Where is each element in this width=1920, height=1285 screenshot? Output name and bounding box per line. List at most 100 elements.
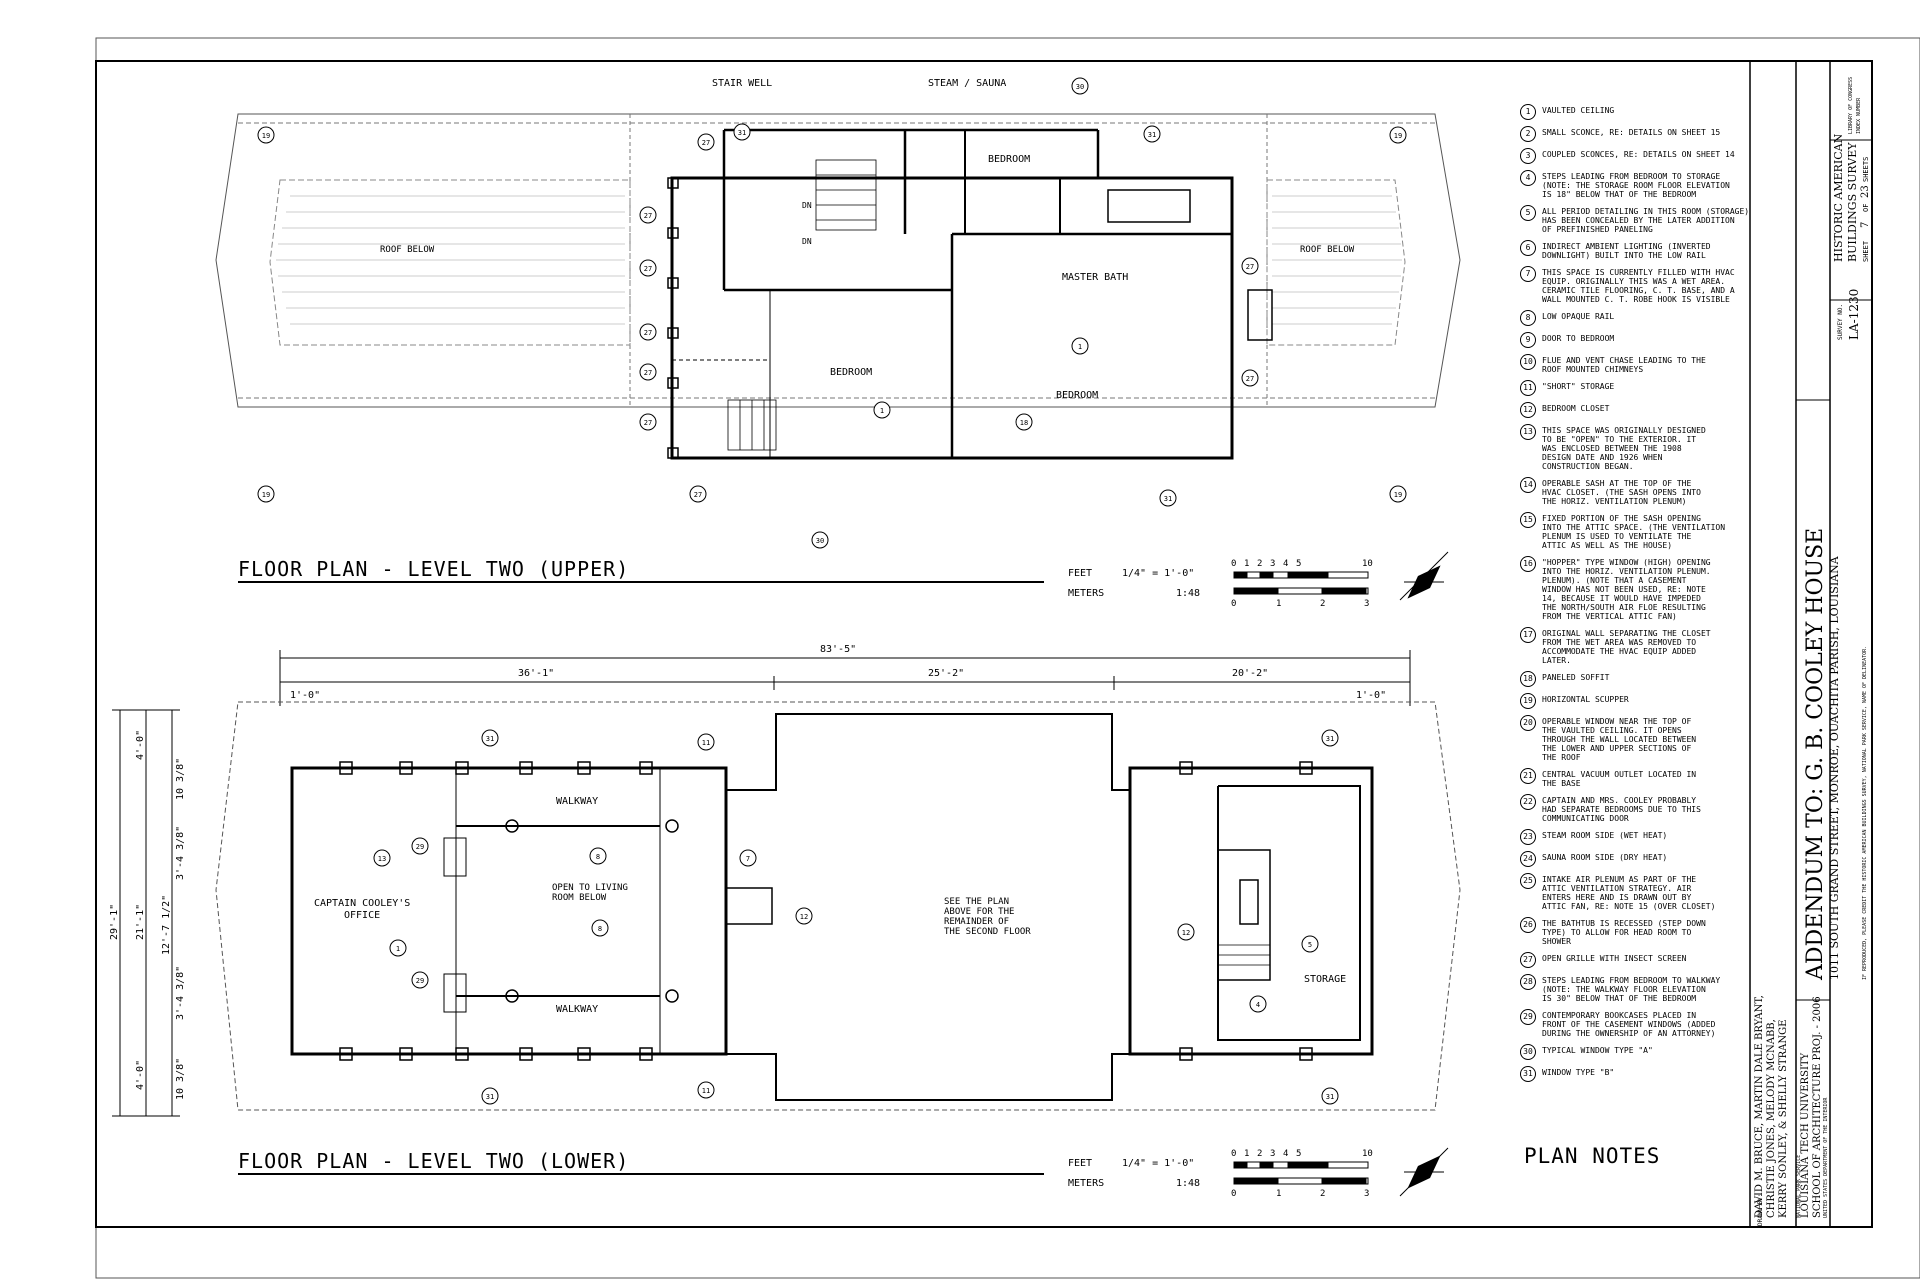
plan-note-text: BEDROOM CLOSET	[1542, 404, 1610, 413]
plan-note-number: 27	[1520, 952, 1536, 968]
sheet-total: 23	[1860, 185, 1871, 198]
svg-text:27: 27	[644, 419, 652, 427]
plan-note-text: SMALL SCONCE, RE: DETAILS ON SHEET 15	[1542, 128, 1721, 137]
svg-text:3: 3	[1270, 559, 1275, 569]
plan-note-text: VAULTED CEILING	[1542, 106, 1615, 115]
plan-note-text: DOOR TO BEDROOM	[1542, 334, 1615, 343]
dim-v-b: 3'-4 3/8"	[175, 826, 186, 880]
upper-scale-feet-label: FEET	[1068, 568, 1092, 579]
upper-scale-metric: 1:48	[1176, 588, 1200, 599]
svg-text:11: 11	[702, 739, 710, 747]
lower-scale-feet-ticks: 0 1 2 3 4 5 10	[1231, 1149, 1373, 1159]
plan-note-text: "SHORT" STORAGE	[1542, 382, 1615, 391]
svg-text:19: 19	[1394, 132, 1402, 140]
lower-scale-meters-label: METERS	[1068, 1178, 1104, 1189]
plan-note-item: 27 OPEN GRILLE WITH INSECT SCREEN	[1520, 952, 1750, 968]
svg-text:27: 27	[644, 212, 652, 220]
university-2: SCHOOL OF ARCHITECTURE PROJ. - 2006	[1812, 996, 1823, 1218]
label-roof-below-left: ROOF BELOW	[380, 245, 435, 255]
loc-2: INDEX NUMBER	[1856, 97, 1862, 134]
plan-note-number: 25	[1520, 873, 1536, 889]
lower-floor-plan	[215, 701, 1461, 1111]
label-storage: STORAGE	[1304, 974, 1346, 985]
plan-note-text: THIS SPACE IS CURRENTLY FILLED WITH HVAC…	[1542, 268, 1735, 304]
svg-text:3: 3	[1364, 599, 1369, 609]
upper-stair	[727, 159, 877, 451]
lower-scale-meter-ticks: 0 1 2 3	[1231, 1189, 1369, 1199]
plan-note-number: 17	[1520, 627, 1536, 643]
svg-text:2: 2	[1320, 1189, 1325, 1199]
svg-text:4: 4	[1283, 559, 1288, 569]
label-open-to-living-1: OPEN TO LIVING	[552, 883, 628, 893]
label-walkway-top: WALKWAY	[556, 796, 598, 807]
loc-1: LIBRARY OF CONGRESS	[1848, 77, 1854, 134]
label-dn-1: DN	[802, 201, 812, 210]
sheet-of: OF	[1862, 204, 1870, 212]
flue-chase-upper	[1247, 289, 1273, 341]
svg-text:10: 10	[1362, 1149, 1373, 1159]
svg-text:13: 13	[378, 855, 386, 863]
title-block	[1749, 61, 1872, 1227]
plan-note-text: LOW OPAQUE RAIL	[1542, 312, 1615, 321]
svg-text:8: 8	[596, 853, 600, 861]
lower-keynote-callouts	[373, 729, 1339, 1105]
svg-text:27: 27	[644, 265, 652, 273]
drawn-by-1: DAVID M. BRUCE, MARTIN DALE BRYANT,	[1754, 995, 1765, 1218]
roof-hatch-right	[1272, 195, 1402, 325]
plan-note-number: 16	[1520, 556, 1536, 572]
flue-chase-lower	[1239, 879, 1259, 925]
svg-text:1: 1	[880, 407, 884, 415]
sheet-border	[95, 60, 1873, 1228]
lower-scale-ratio: 1/4" = 1'-0"	[1122, 1158, 1194, 1169]
svg-text:1: 1	[1276, 1189, 1281, 1199]
plan-note-number: 20	[1520, 715, 1536, 731]
label-see-plan-4: THE SECOND FLOOR	[944, 927, 1031, 937]
svg-text:0: 0	[1231, 559, 1236, 569]
plan-note-text: CONTEMPORARY BOOKCASES PLACED IN FRONT O…	[1542, 1011, 1716, 1038]
survey-no: LA-1230	[1847, 289, 1861, 340]
svg-text:31: 31	[1164, 495, 1172, 503]
dim-v-c: 12'-7 1/2"	[161, 895, 172, 955]
label-walkway-bottom: WALKWAY	[556, 1004, 598, 1015]
plan-note-text: TYPICAL WINDOW TYPE "A"	[1542, 1046, 1653, 1055]
sheet-label: SHEET	[1862, 240, 1870, 262]
plan-note-number: 11	[1520, 380, 1536, 396]
lower-scale-bar	[1233, 1161, 1369, 1185]
plan-note-number: 30	[1520, 1044, 1536, 1060]
university-1: LOUISIANA TECH UNIVERSITY	[1800, 1052, 1811, 1218]
svg-text:30: 30	[1076, 83, 1084, 91]
label-see-plan-1: SEE THE PLAN	[944, 897, 1009, 907]
svg-text:0: 0	[1231, 1189, 1236, 1199]
label-dn-2: DN	[802, 237, 812, 246]
dim-end-left: 1'-0"	[290, 690, 320, 701]
plan-notes-title: PLAN NOTES	[1524, 1144, 1661, 1168]
plan-note-number: 15	[1520, 512, 1536, 528]
plan-note-number: 6	[1520, 240, 1536, 256]
label-open-to-living-2: ROOM BELOW	[552, 893, 607, 903]
dim-v-top: 4'-0"	[135, 730, 146, 760]
dim-v-bottom: 4'-0"	[135, 1060, 146, 1090]
svg-text:1: 1	[1276, 599, 1281, 609]
agency-2: UNITED STATES DEPARTMENT OF THE INTERIOR	[1823, 1097, 1829, 1218]
plan-note-text: OPEN GRILLE WITH INSECT SCREEN	[1542, 954, 1687, 963]
svg-text:1: 1	[1078, 343, 1082, 351]
dim-seg1: 36'-1"	[518, 668, 554, 679]
plan-note-text: ALL PERIOD DETAILING IN THIS ROOM (STORA…	[1542, 207, 1750, 234]
plan-note-text: "HOPPER" TYPE WINDOW (HIGH) OPENING INTO…	[1542, 558, 1711, 621]
upper-scale-meters-label: METERS	[1068, 588, 1104, 599]
svg-text:31: 31	[1326, 1093, 1334, 1101]
bathtub	[1107, 189, 1191, 223]
upper-scale-feet-ticks: 0 1 2 3 4 5 10	[1231, 559, 1373, 569]
svg-text:29: 29	[416, 977, 424, 985]
